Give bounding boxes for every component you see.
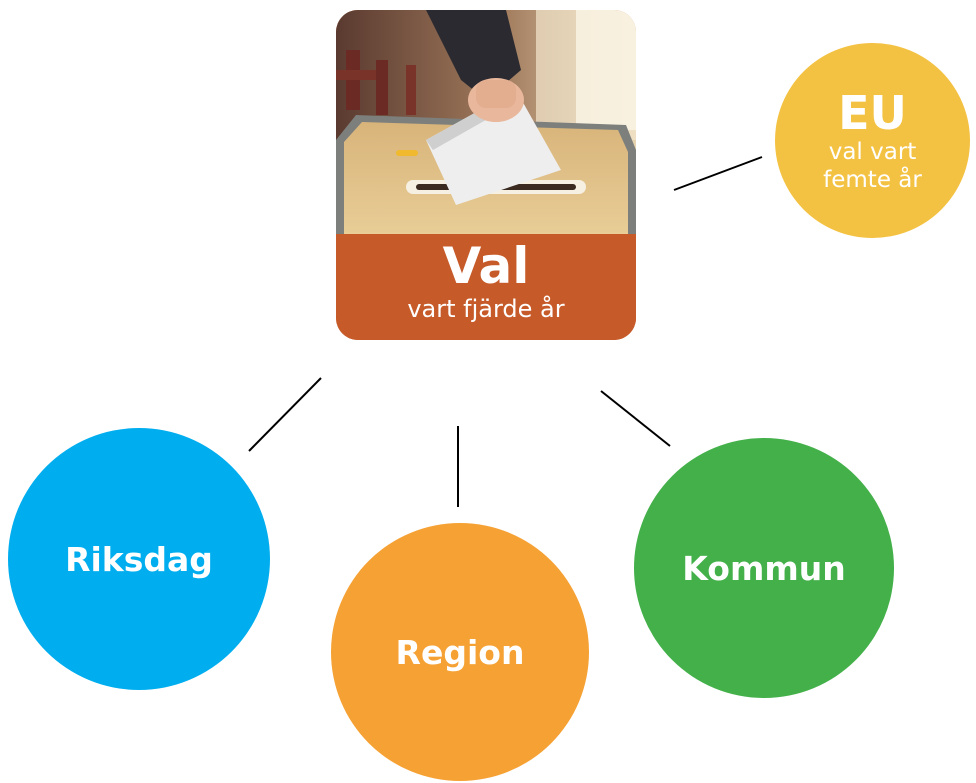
eu-subtitle-line2: femte år bbox=[823, 166, 922, 193]
riksdag-label: Riksdag bbox=[65, 539, 213, 579]
val-subtitle: vart fjärde år bbox=[407, 295, 565, 323]
eu-subtitle-line1: val vart bbox=[828, 138, 917, 165]
ballot-box-photo bbox=[336, 10, 636, 234]
region-label: Region bbox=[395, 632, 525, 672]
kommun-circle: Kommun bbox=[634, 438, 894, 698]
val-title: Val bbox=[442, 237, 530, 295]
kommun-label: Kommun bbox=[682, 548, 846, 588]
connector-kommun bbox=[600, 390, 671, 447]
region-circle: Region bbox=[331, 523, 589, 781]
connector-riksdag bbox=[248, 377, 322, 452]
connector-eu bbox=[673, 156, 763, 191]
riksdag-circle: Riksdag bbox=[8, 428, 270, 690]
eu-title: EU bbox=[838, 85, 907, 140]
val-label-band: Val vart fjärde år bbox=[336, 234, 636, 340]
eu-circle: EU val vart femte år bbox=[775, 43, 970, 238]
val-card: Val vart fjärde år bbox=[336, 10, 636, 340]
